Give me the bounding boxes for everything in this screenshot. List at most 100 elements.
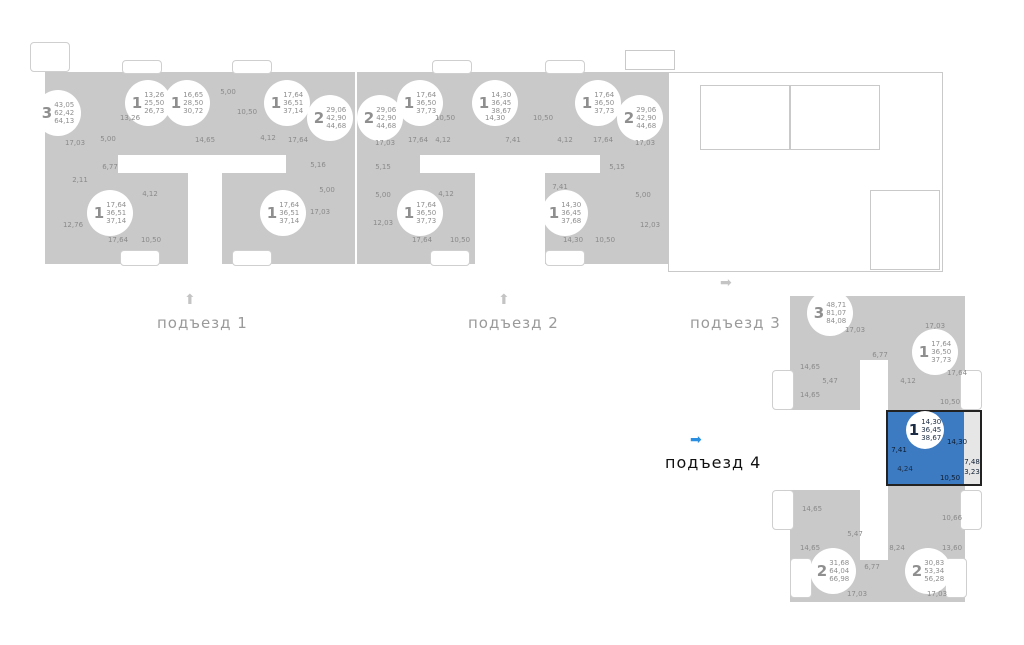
total-area: 42,90 (636, 114, 657, 122)
room-area-label: 10,50 (449, 236, 471, 244)
total-area-with-balcony: 37,73 (594, 107, 615, 115)
room-count: 1 (908, 421, 920, 439)
stairwell (188, 173, 222, 268)
room-area-label: 2,11 (72, 176, 88, 184)
arrow-right-icon: ➡ (720, 275, 732, 291)
balcony (120, 250, 160, 266)
room-area-label: 12,03 (639, 221, 661, 229)
total-area-with-balcony: 37,68 (561, 217, 582, 225)
room-area-label: 5,47 (822, 377, 838, 385)
room-area-label: 13,60 (941, 544, 963, 552)
total-area: 25,50 (144, 99, 165, 107)
total-area: 36,51 (106, 209, 127, 217)
living-area: 29,06 (636, 106, 657, 114)
room-area-label: 14,65 (801, 505, 823, 513)
room-area-label: 17,64 (287, 136, 309, 144)
room-area-label: 10,50 (532, 114, 554, 122)
total-area-with-balcony: 37,73 (416, 107, 437, 115)
room-count: 1 (581, 94, 593, 112)
room-area-label: 5,16 (310, 161, 326, 169)
room-area-label: 4,12 (435, 136, 451, 144)
balcony (790, 558, 812, 598)
room-area-label: 5,47 (847, 530, 863, 538)
balcony (122, 60, 162, 74)
living-area: 17,64 (416, 201, 437, 209)
balcony (232, 250, 272, 266)
living-area: 31,68 (829, 559, 850, 567)
room-area-label: 5,15 (609, 163, 625, 171)
room-count: 1 (403, 204, 415, 222)
room-area-label: 14,65 (799, 544, 821, 552)
total-area-with-balcony: 38,67 (491, 107, 512, 115)
room-area-label: 14,65 (194, 136, 216, 144)
room-area-label: 4,12 (142, 190, 158, 198)
total-area-with-balcony: 37,14 (279, 217, 300, 225)
total-area-with-balcony: 37,73 (416, 217, 437, 225)
living-area: 13,26 (144, 91, 165, 99)
room-area-label: 14,30 (946, 438, 968, 446)
room-count: 1 (478, 94, 490, 112)
room-area-label: 14,30 (562, 236, 584, 244)
living-area: 17,64 (931, 340, 952, 348)
total-area-with-balcony: 84,08 (826, 317, 847, 325)
entrance-2-label[interactable]: подъезд 2 (468, 314, 559, 332)
entrance-1-label[interactable]: подъезд 1 (157, 314, 248, 332)
stair-outline (625, 50, 675, 70)
living-area: 14,30 (921, 418, 942, 426)
living-area: 43,05 (54, 101, 75, 109)
selected-balcony (964, 412, 980, 484)
room-area-label: 5,00 (100, 135, 116, 143)
room-area-label: 4,12 (260, 134, 276, 142)
living-area: 17,64 (416, 91, 437, 99)
room-area-label: 10,50 (236, 108, 258, 116)
room-area-label: 8,24 (889, 544, 905, 552)
living-area: 17,64 (594, 91, 615, 99)
entrance-4-label[interactable]: подъезд 4 (665, 453, 762, 472)
room-count: 2 (911, 562, 923, 580)
room-count: 1 (548, 204, 560, 222)
total-area: 28,50 (183, 99, 204, 107)
room-count: 3 (813, 304, 825, 322)
room-area-label: 6,77 (864, 563, 880, 571)
room-area-label: 17,03 (844, 326, 866, 334)
room-area-label: 10,50 (939, 474, 961, 482)
room-count: 1 (266, 204, 278, 222)
total-area: 36,45 (491, 99, 512, 107)
total-area: 36,45 (921, 426, 942, 434)
total-area: 64,04 (829, 567, 850, 575)
total-area-with-balcony: 37,73 (931, 356, 952, 364)
total-area: 53,34 (924, 567, 945, 575)
room-area-label: 12,76 (62, 221, 84, 229)
room-area-label: 10,50 (594, 236, 616, 244)
room-area-label: 17,64 (407, 136, 429, 144)
room-area-label: 5,00 (220, 88, 236, 96)
room-area-label: 5,15 (375, 163, 391, 171)
entrance-3-label[interactable]: подъезд 3 (690, 314, 781, 332)
room-area-label: 17,64 (411, 236, 433, 244)
balcony (960, 490, 982, 530)
room-count: 1 (170, 94, 182, 112)
total-area: 36,50 (931, 348, 952, 356)
living-area: 14,30 (561, 201, 582, 209)
room-area-label: 17,03 (64, 139, 86, 147)
